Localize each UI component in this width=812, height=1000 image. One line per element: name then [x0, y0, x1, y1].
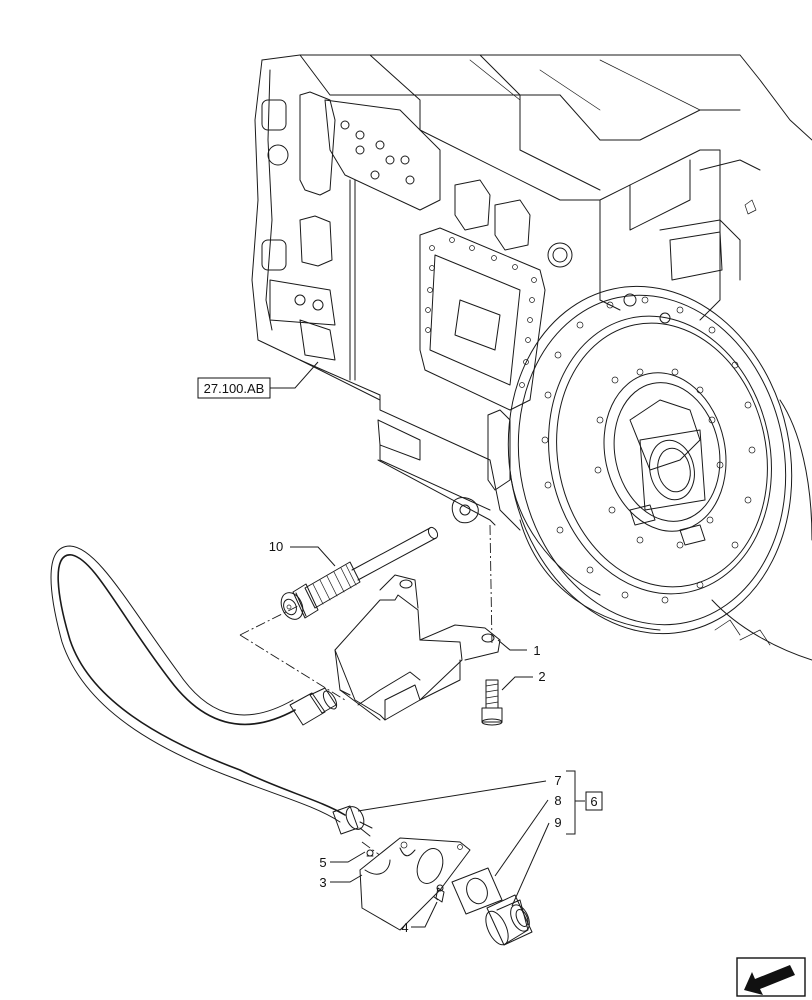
callout-5: 5: [319, 855, 326, 870]
callout-3: 3: [319, 875, 326, 890]
part-10-speed-sensor: [280, 526, 439, 620]
callout-10: 10: [269, 539, 283, 554]
ref-section-box: [197, 377, 271, 399]
part-8-gasket: [451, 867, 503, 915]
callout-6-box: [585, 791, 603, 811]
part-3-plate: [359, 837, 471, 931]
part-9-socket: [485, 894, 533, 946]
callout-1: 1: [533, 643, 540, 658]
part-1-bracket: [334, 574, 501, 721]
callouts: 27.100.AB 10 1 2 7 8 9 6 5 3 4: [197, 377, 603, 935]
transmission-housing: [251, 54, 812, 531]
callout-9: 9: [554, 815, 561, 830]
part-5-screw: [366, 849, 374, 857]
cable-harness: [50, 545, 373, 837]
ref-section-label: 27.100.AB: [204, 381, 265, 396]
callout-4: 4: [401, 920, 408, 935]
direction-arrow-icon[interactable]: [736, 957, 806, 997]
rear-flange: [507, 285, 812, 661]
part-4-screw: [435, 884, 445, 903]
part-2-bolt: [481, 679, 503, 726]
callout-8: 8: [554, 793, 561, 808]
callout-7: 7: [554, 773, 561, 788]
callout-2: 2: [538, 669, 545, 684]
leader-lines: [270, 361, 585, 928]
callout-6: 6: [590, 794, 597, 809]
